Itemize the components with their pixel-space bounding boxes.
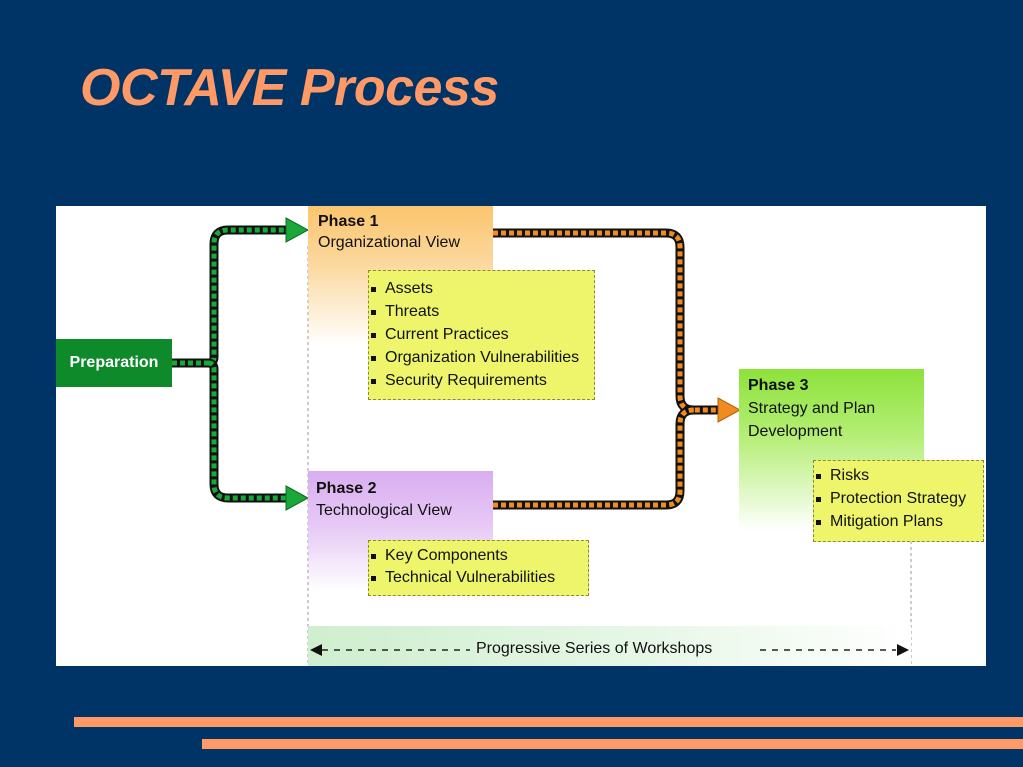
phase1-item: Assets <box>369 280 433 298</box>
phase1-item: Current Practices <box>369 326 509 344</box>
arrowhead-phase2 <box>285 485 310 511</box>
workshops-double-arrow <box>310 644 909 656</box>
phase2-item: Technical Vulnerabilities <box>369 569 555 587</box>
workshops-bar: Progressive Series of Workshops <box>308 626 911 666</box>
phase3-item: Risks <box>814 467 869 485</box>
phase2-to-phase3-connector <box>493 405 695 510</box>
footer-line-bottom <box>202 739 1023 749</box>
phase1-subtitle: Organizational View <box>318 234 461 251</box>
arrowhead-phase3 <box>717 397 742 423</box>
phase3-label: Phase 3 <box>748 377 809 394</box>
phase1-items-box: Assets Threats Current Practices Organiz… <box>368 270 595 400</box>
phase3-item: Protection Strategy <box>814 490 966 508</box>
phase2-subtitle: Technological View <box>316 502 452 519</box>
preparation-to-phase1-connector <box>172 225 288 368</box>
connector-arrows <box>172 217 912 666</box>
phase1-item: Security Requirements <box>369 372 547 390</box>
octave-diagram: Preparation Phase 1 Organizational View … <box>56 206 986 666</box>
phase1-label: Phase 1 <box>318 213 379 230</box>
phase2-items-box: Key Components Technical Vulnerabilities <box>368 540 589 596</box>
phase2-item: Key Components <box>369 547 508 565</box>
slide-title: OCTAVE Process <box>80 59 499 117</box>
preparation-box: Preparation <box>56 339 172 387</box>
workshops-label: Progressive Series of Workshops <box>476 640 713 657</box>
phase2-label: Phase 2 <box>316 480 377 497</box>
dashed-guides <box>307 246 912 666</box>
arrowhead-phase1 <box>285 217 310 243</box>
phase3-items-box: Risks Protection Strategy Mitigation Pla… <box>813 460 984 542</box>
phase3-subtitle-line1: Strategy and Plan <box>748 400 876 417</box>
preparation-to-phase2-connector <box>207 358 288 503</box>
phase3-subtitle-line2: Development <box>748 423 843 440</box>
footer-line-top <box>74 717 1023 727</box>
phase3-item: Mitigation Plans <box>814 513 943 531</box>
phase1-item: Threats <box>369 303 439 321</box>
phase1-item: Organization Vulnerabilities <box>369 349 579 367</box>
